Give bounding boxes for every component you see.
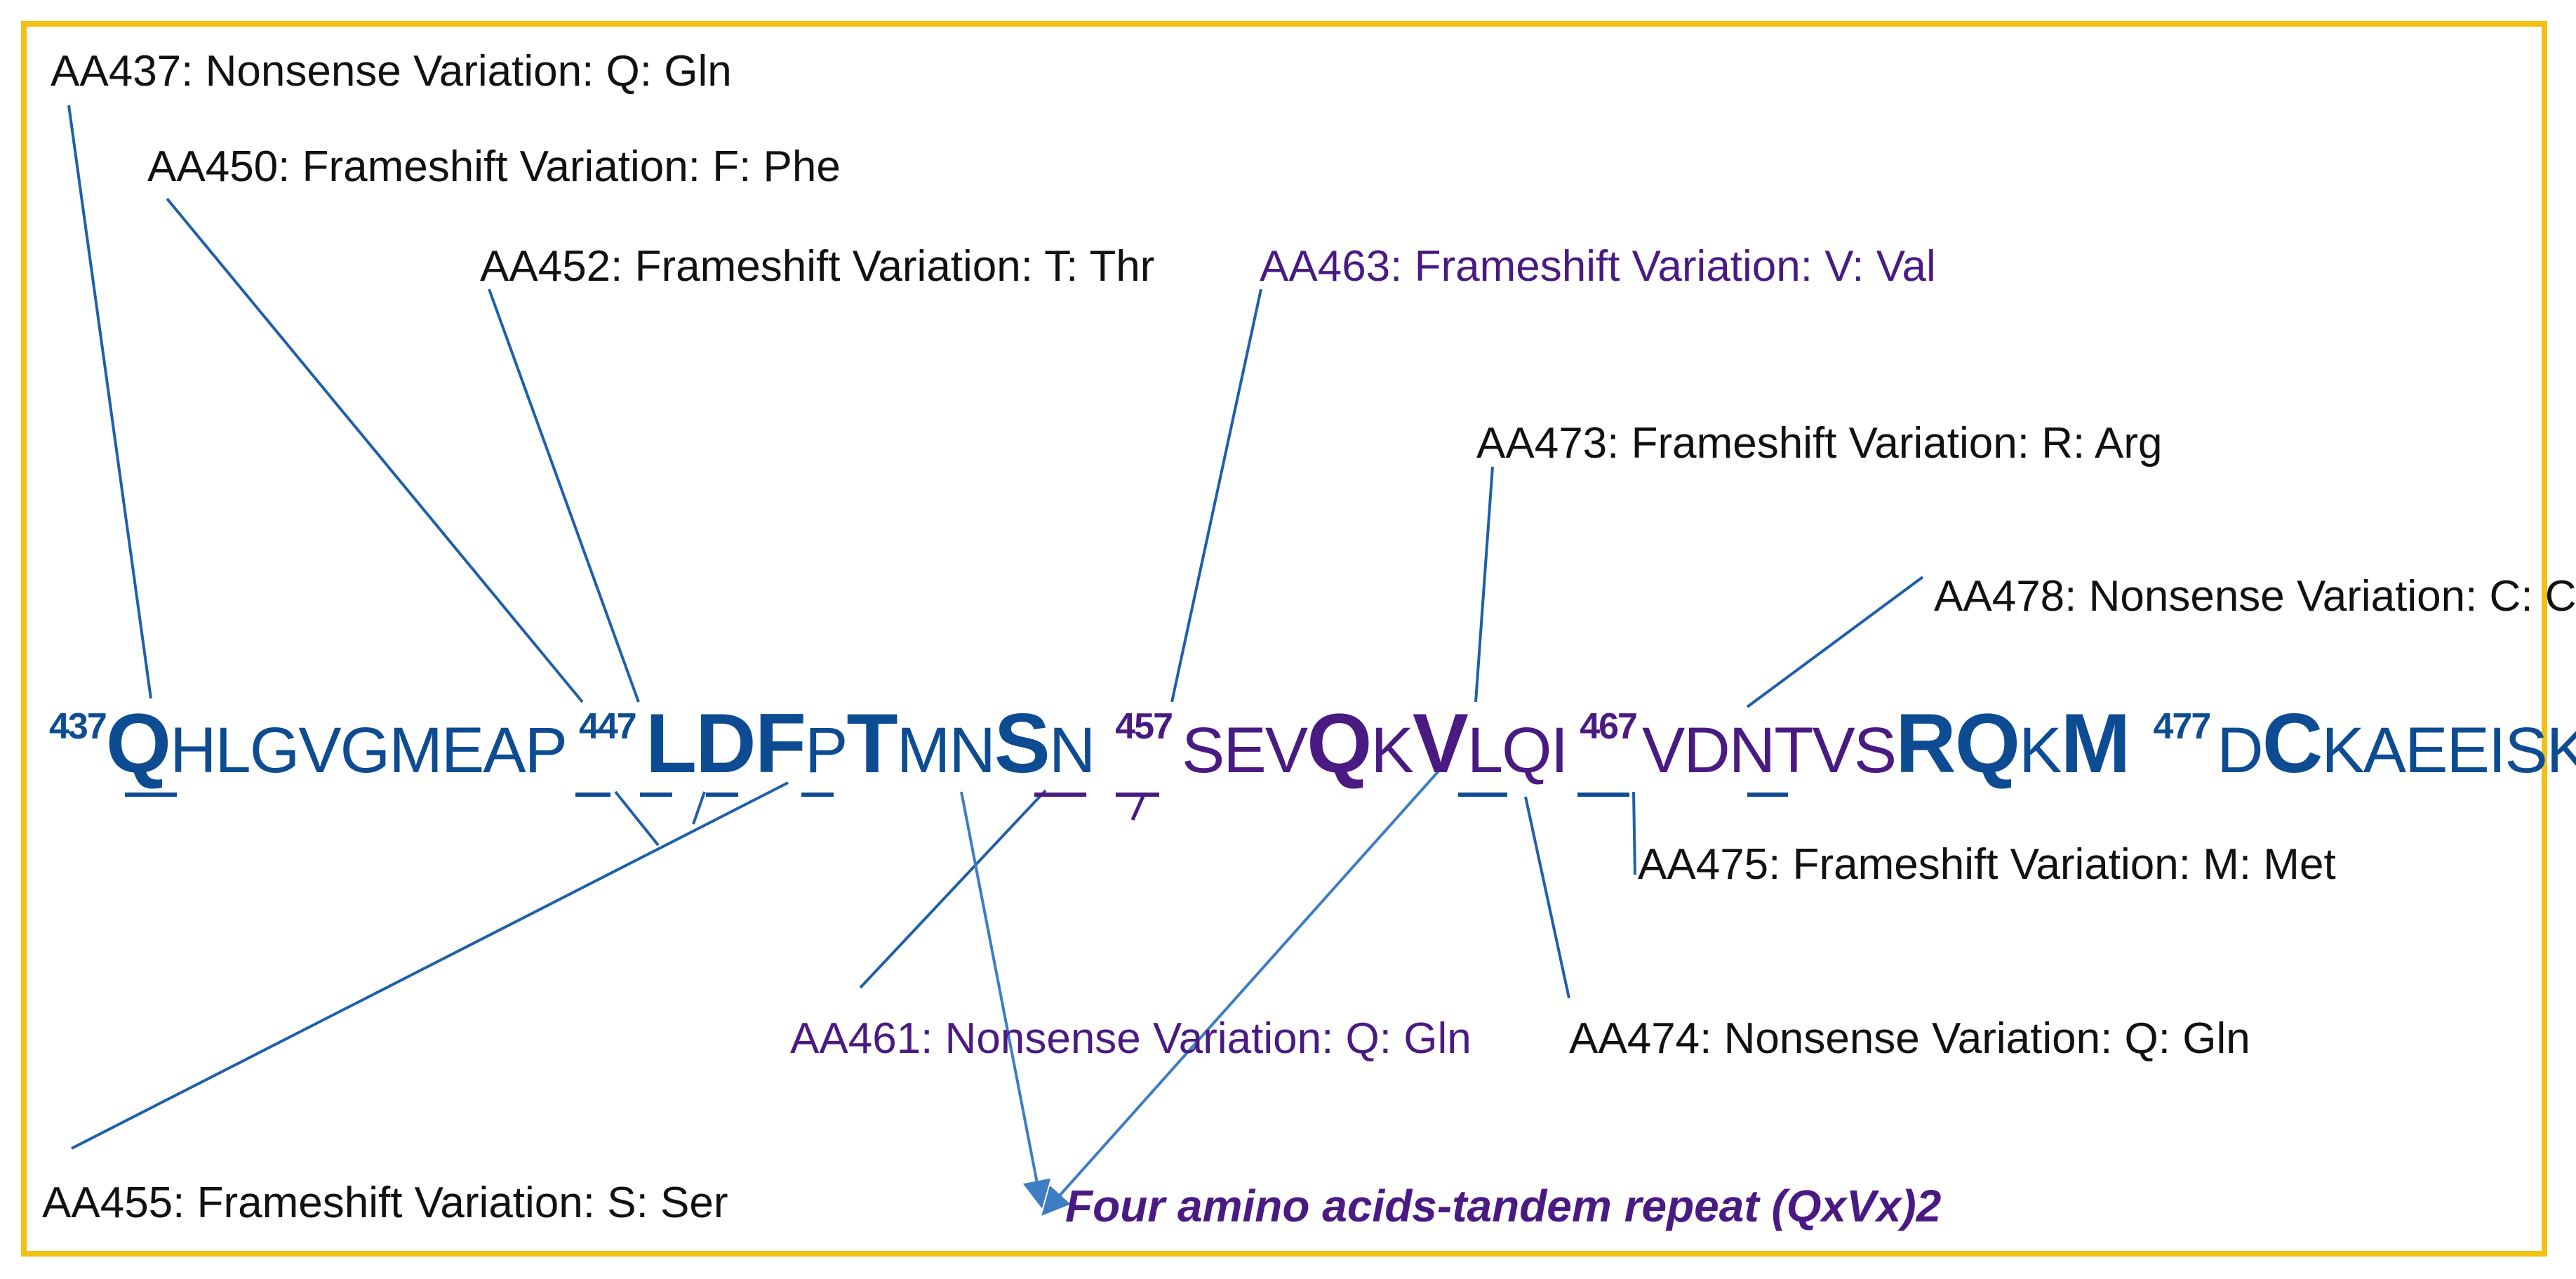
label-aa463: AA463: Frameshift Variation: V: Val — [1260, 242, 1936, 291]
label-aa461: AA461: Nonsense Variation: Q: Gln — [790, 1014, 1471, 1063]
label-aa450: AA450: Frameshift Variation: F: Phe — [147, 143, 841, 191]
leader-aa463 — [1170, 289, 1262, 703]
seq-segment-vdntvs: VDNTVS — [1642, 715, 1895, 786]
residue-k462: K — [1370, 715, 1413, 786]
seq-segment-lqi: LQI — [1467, 715, 1567, 786]
residue-f450: F — [755, 696, 805, 790]
seq-segment-1: HLGVGMEAP — [170, 715, 566, 786]
label-aa475: AA475: Frameshift Variation: M: Met — [1638, 840, 2336, 889]
label-aa474: AA474: Nonsense Variation: Q: Gln — [1569, 1014, 2250, 1063]
residue-mn: MN — [897, 715, 994, 786]
residue-s455: S — [994, 696, 1049, 790]
leader-aa437 — [67, 105, 152, 699]
residue-n456: N — [1049, 715, 1094, 786]
leader-aa475 — [1632, 791, 1636, 875]
leader-aa455-l — [614, 790, 660, 847]
seq-num-457: 457 — [1115, 706, 1172, 747]
leader-aa473 — [1474, 466, 1494, 703]
seq-segment-sev: SEV — [1182, 715, 1308, 786]
diagram-frame — [21, 21, 2547, 1257]
residue-k: K — [2019, 715, 2062, 786]
seq-num-467: 467 — [1580, 706, 1636, 747]
leader-aa474 — [1524, 796, 1570, 999]
residue-q461: Q — [1307, 696, 1370, 790]
leader-aa455-p — [692, 791, 706, 825]
residue-d448: D — [695, 696, 755, 790]
residue-l447: L — [646, 696, 695, 790]
residue-t452: T — [846, 696, 897, 790]
tandem-repeat-label: Four amino acids-tandem repeat (QxVx)2 — [1065, 1181, 1941, 1231]
seq-segment-5: KAEEISKL — [2321, 715, 2576, 786]
residue-p451: P — [805, 715, 846, 786]
seq-num-447: 447 — [579, 706, 636, 747]
seq-num-437: 437 — [49, 706, 106, 747]
repeat-arrow-left — [960, 791, 1051, 1209]
leader-aa461 — [859, 789, 1047, 989]
leader-aa478 — [1746, 576, 1924, 708]
leader-aa452 — [488, 289, 640, 703]
seq-num-477: 477 — [2153, 706, 2210, 747]
residue-c478: C — [2262, 696, 2322, 790]
label-aa455: AA455: Frameshift Variation: S: Ser — [42, 1179, 728, 1227]
v463-tick — [1130, 793, 1146, 821]
residue-m475: M — [2061, 696, 2130, 790]
residue-q474: Q — [1955, 696, 2019, 790]
residue-r473: R — [1895, 696, 1955, 790]
residue-q437: Q — [106, 696, 170, 790]
leader-aa450 — [166, 197, 584, 703]
repeat-arrow-right — [1041, 760, 1449, 1216]
residue-v463: V — [1413, 696, 1469, 790]
label-aa452: AA452: Frameshift Variation: T: Thr — [480, 242, 1154, 291]
leader-lines — [67, 105, 1924, 1216]
label-aa473: AA473: Frameshift Variation: R: Arg — [1476, 419, 2163, 468]
label-aa437: AA437: Nonsense Variation: Q: Gln — [51, 47, 732, 95]
leader-aa455-main — [71, 781, 789, 1150]
label-aa478: AA478: Nonsense Variation: C: Cys — [1934, 572, 2576, 621]
residue-d477: D — [2217, 715, 2262, 786]
